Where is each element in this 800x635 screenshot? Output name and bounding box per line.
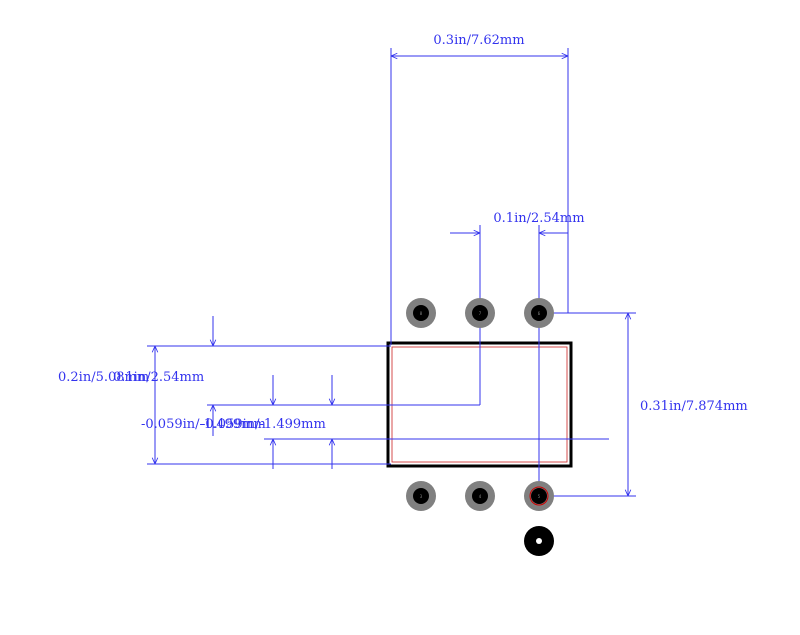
pad-number: 5 bbox=[538, 494, 541, 499]
pad-number: 7 bbox=[479, 311, 482, 316]
pads-top-row: 8 7 6 bbox=[406, 298, 554, 328]
dim-body-height-label: 0.2in/5.08mm bbox=[58, 370, 149, 385]
pad[interactable]: 8 bbox=[406, 298, 436, 328]
dim-neg-offset-a-label: -0.059in/-1.499mm bbox=[141, 417, 266, 432]
dimension-lines bbox=[155, 56, 628, 496]
dim-pitch-label: 0.1in/2.54mm bbox=[493, 211, 584, 226]
pin1-indicator bbox=[524, 526, 554, 556]
pads-bottom-row: 3 4 5 bbox=[406, 481, 554, 511]
dim-width-label: 0.3in/7.62mm bbox=[433, 33, 524, 48]
pin1-highlight bbox=[529, 486, 549, 506]
pad-number: 6 bbox=[538, 311, 541, 316]
pad[interactable]: 7 bbox=[465, 298, 495, 328]
pad[interactable]: 6 bbox=[524, 298, 554, 328]
dim-neg-offset-b-label: -0.059in/-1.499mm bbox=[201, 417, 326, 432]
pad-number: 3 bbox=[420, 494, 423, 499]
pad[interactable]: 5 bbox=[524, 481, 554, 511]
pad-number: 8 bbox=[420, 311, 423, 316]
dim-offset-label: 0.1in/2.54mm bbox=[113, 370, 204, 385]
pad[interactable]: 3 bbox=[406, 481, 436, 511]
pad-number: 4 bbox=[479, 494, 482, 499]
pad[interactable]: 4 bbox=[465, 481, 495, 511]
dim-height-label: 0.31in/7.874mm bbox=[640, 399, 748, 414]
